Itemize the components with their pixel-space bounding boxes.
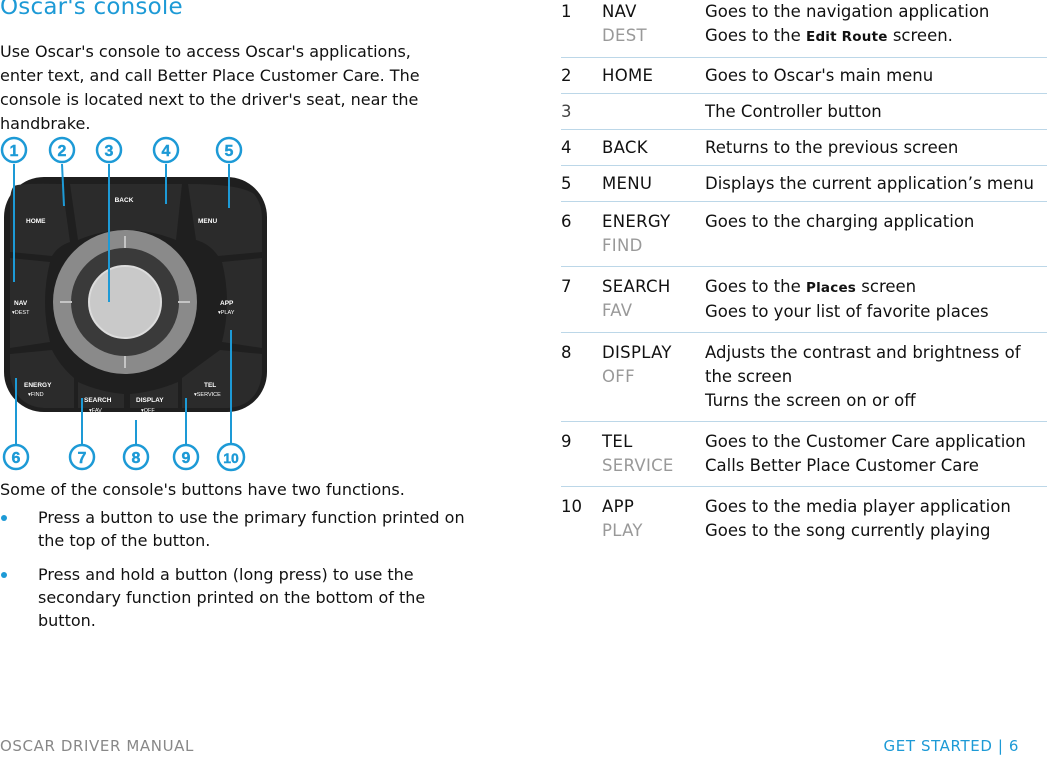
table-row: 10 APP PLAY Goes to the media player app…	[561, 487, 1047, 552]
home-button	[10, 183, 70, 256]
callout-8: 8	[132, 450, 141, 467]
app-button	[222, 258, 262, 348]
button-function: Goes to the media player application Goe…	[705, 497, 1011, 540]
back-button	[70, 184, 182, 240]
functions-lead: Some of the console's buttons have two f…	[0, 480, 405, 499]
console-label-app: APP	[220, 300, 234, 307]
callout-6: 6	[12, 450, 21, 467]
console-label-energy-sub: ▾FIND	[28, 392, 44, 398]
table-row: 4 BACK Returns to the previous screen	[561, 129, 1047, 166]
button-name: SEARCH FAV	[602, 266, 705, 333]
energy-button	[10, 350, 74, 408]
row-number: 3	[561, 93, 602, 130]
functions-list: Press a button to use the primary functi…	[0, 506, 470, 643]
button-function: Goes to the Customer Care application Ca…	[705, 421, 1047, 487]
callout-10: 10	[223, 450, 239, 466]
row-number: 8	[561, 332, 602, 422]
button-name: BACK	[602, 129, 705, 166]
button-name	[602, 93, 705, 130]
list-item-text: Press a button to use the primary functi…	[38, 508, 465, 550]
button-function: Goes to Oscar's main menu	[705, 57, 1047, 94]
display-button	[130, 382, 178, 408]
console-label-nav-sub: ▾DEST	[12, 310, 30, 316]
controller-button	[88, 265, 162, 339]
tel-button	[182, 350, 262, 408]
search-button	[78, 382, 124, 408]
button-name: ENERGY FIND	[602, 201, 705, 267]
page-title: Oscar's console	[0, 0, 183, 20]
button-function: Adjusts the contrast and brightness of t…	[705, 332, 1047, 422]
intro-paragraph: Use Oscar's console to access Oscar's ap…	[0, 42, 420, 133]
console-label-app-sub: ▾PLAY	[218, 310, 235, 316]
button-name: HOME	[602, 57, 705, 94]
row-number: 2	[561, 57, 602, 94]
callout-1: 1	[10, 143, 19, 160]
row-number: 6	[561, 201, 602, 267]
table-row: 1 NAV DEST Goes to the navigation applic…	[561, 0, 1047, 58]
callout-5: 5	[225, 143, 234, 160]
list-item: Press a button to use the primary functi…	[0, 506, 470, 552]
callout-9: 9	[182, 450, 191, 467]
table-row: 6 ENERGY FIND Goes to the charging appli…	[561, 201, 1047, 267]
table-row: 5 MENU Displays the current application’…	[561, 165, 1047, 202]
button-function: Goes to the Places screen Goes to your l…	[705, 266, 1047, 333]
nav-button	[10, 258, 50, 348]
button-name: TEL SERVICE	[602, 421, 705, 487]
row-number: 9	[561, 421, 602, 487]
console-label-home: HOME	[26, 218, 46, 225]
button-name: DISPLAY OFF	[602, 332, 705, 422]
callout-4: 4	[162, 143, 171, 160]
table-row: 2 HOME Goes to Oscar's main menu	[561, 57, 1047, 94]
console-label-tel-sub: ▾SERVICE	[194, 392, 221, 398]
footer-page-number: GET STARTED | 6	[883, 737, 1019, 755]
list-item-text: Press and hold a button (long press) to …	[38, 565, 426, 630]
row-number: 4	[561, 129, 602, 166]
button-name: APP PLAY	[602, 497, 643, 540]
callout-7: 7	[78, 450, 87, 467]
menu-button	[188, 184, 262, 256]
console-label-display-sub: ▾OFF	[141, 408, 155, 414]
table-row: 3 The Controller button	[561, 93, 1047, 130]
console-label-display: DISPLAY	[136, 397, 164, 404]
button-name: MENU	[602, 165, 705, 202]
row-number: 1	[561, 0, 602, 58]
table-row: 9 TEL SERVICE Goes to the Customer Care …	[561, 421, 1047, 487]
button-reference-table: 1 NAV DEST Goes to the navigation applic…	[561, 0, 1047, 551]
console-label-search: SEARCH	[84, 397, 112, 404]
console-label-nav: NAV	[14, 300, 28, 307]
button-function: Goes to the navigation application Goes …	[705, 0, 1047, 58]
console-label-menu: MENU	[198, 218, 217, 225]
footer-manual-title: OSCAR DRIVER MANUAL	[0, 737, 194, 755]
button-function: Returns to the previous screen	[705, 129, 1047, 166]
row-number: 10	[561, 497, 582, 516]
console-diagram: BACK HOME MENU NAV ▾DEST APP ▾PLAY ENERG…	[0, 136, 267, 472]
table-row: 8 DISPLAY OFF Adjusts the contrast and b…	[561, 332, 1047, 422]
button-function: Displays the current application’s menu	[705, 165, 1047, 202]
button-name: NAV DEST	[602, 0, 705, 58]
bullet-icon	[1, 572, 7, 578]
row-number: 7	[561, 266, 602, 333]
list-item: Press and hold a button (long press) to …	[0, 563, 470, 632]
table-row: 7 SEARCH FAV Goes to the Places screen G…	[561, 266, 1047, 333]
console-label-tel: TEL	[204, 382, 216, 389]
console-label-search-sub: ▾FAV	[89, 408, 102, 414]
bullet-icon	[1, 515, 7, 521]
console-label-energy: ENERGY	[24, 382, 52, 389]
row-number: 5	[561, 165, 602, 202]
callout-3: 3	[105, 143, 114, 160]
callout-2: 2	[58, 143, 67, 160]
button-function: Goes to the charging application	[705, 201, 1047, 267]
console-label-back: BACK	[115, 197, 134, 204]
button-function: The Controller button	[705, 93, 1047, 130]
